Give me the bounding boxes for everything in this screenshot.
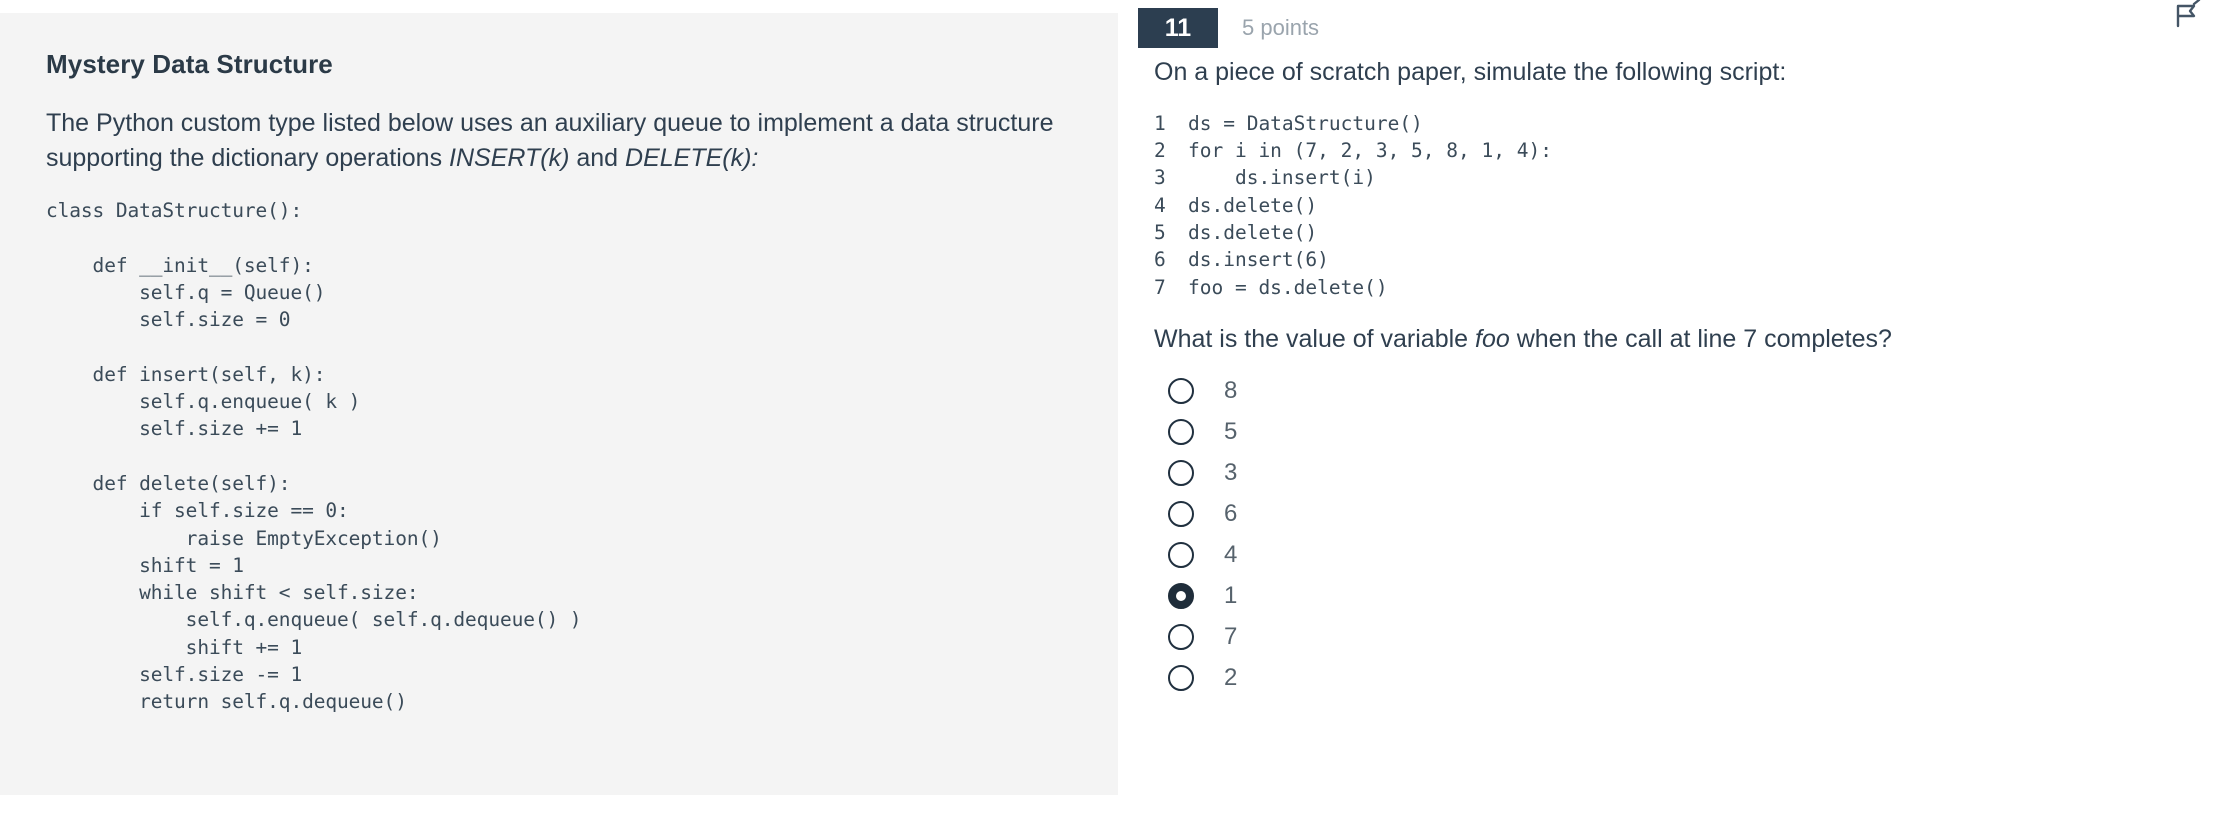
answer-option[interactable]: 8 <box>1154 371 2184 412</box>
script-line: 1 ds = DataStructure() <box>1154 110 2184 137</box>
passage-intro-part1: The Python custom type listed below uses… <box>46 109 1054 172</box>
script-line: 7 foo = ds.delete() <box>1154 274 2184 301</box>
answer-option[interactable]: 4 <box>1154 535 2184 576</box>
question-number-badge: 11 <box>1138 8 1218 48</box>
passage-intro-text: The Python custom type listed below uses… <box>46 106 1072 175</box>
radio-button-selected-icon[interactable] <box>1168 583 1194 610</box>
question-body: On a piece of scratch paper, simulate th… <box>1118 56 2214 834</box>
answer-option[interactable]: 5 <box>1154 412 2184 453</box>
script-line-code: ds.delete() <box>1188 220 1318 244</box>
script-line-number: 4 <box>1154 193 1166 217</box>
question-text: What is the value of variable foo when t… <box>1154 323 2184 357</box>
answer-option-label: 6 <box>1224 500 1238 528</box>
answer-option-label: 8 <box>1224 377 1238 405</box>
radio-button-icon[interactable] <box>1168 665 1194 692</box>
answer-option[interactable]: 2 <box>1154 658 2184 699</box>
script-line-number: 6 <box>1154 248 1166 272</box>
passage-op-insert: INSERT(k) <box>449 143 570 172</box>
script-line: 3 ds.insert(i) <box>1154 164 2184 191</box>
question-text-part2: when the call at line 7 completes? <box>1509 324 1892 353</box>
radio-button-icon[interactable] <box>1168 460 1194 487</box>
script-line: 2 for i in (7, 2, 3, 5, 8, 1, 4): <box>1154 137 2184 164</box>
script-line-number: 2 <box>1154 139 1166 163</box>
question-prompt: On a piece of scratch paper, simulate th… <box>1154 58 1787 86</box>
passage-code-block: class DataStructure(): def __init__(self… <box>46 199 582 714</box>
passage-panel: Mystery Data Structure The Python custom… <box>0 13 1118 795</box>
question-text-part1: What is the value of variable <box>1154 324 1475 353</box>
question-points: 5 points <box>1242 15 1320 40</box>
answer-option-label: 7 <box>1224 623 1238 651</box>
radio-button-icon[interactable] <box>1168 542 1194 569</box>
script-line-number: 5 <box>1154 220 1166 244</box>
answer-option-label: 4 <box>1224 541 1238 569</box>
passage-title: Mystery Data Structure <box>46 49 333 79</box>
radio-button-icon[interactable] <box>1168 378 1194 405</box>
radio-button-icon[interactable] <box>1168 501 1194 528</box>
passage-intro-mid: and <box>569 143 626 172</box>
flag-icon[interactable] <box>2166 0 2206 36</box>
answer-option-selected[interactable]: 1 <box>1154 576 2184 617</box>
question-header: 11 5 points <box>1118 0 2214 56</box>
answer-option[interactable]: 3 <box>1154 453 2184 494</box>
script-line-code: for i in (7, 2, 3, 5, 8, 1, 4): <box>1188 139 1552 163</box>
answer-option-label: 1 <box>1224 582 1238 610</box>
radio-button-icon[interactable] <box>1168 419 1194 446</box>
script-line-code: foo = ds.delete() <box>1188 275 1388 299</box>
script-line-code: ds.insert(i) <box>1188 166 1376 190</box>
answer-option-label: 3 <box>1224 459 1238 487</box>
script-line-number: 7 <box>1154 275 1166 299</box>
question-script-block: 1 ds = DataStructure() 2 for i in (7, 2,… <box>1154 110 2184 301</box>
radio-button-icon[interactable] <box>1168 624 1194 651</box>
answer-option-label: 2 <box>1224 664 1238 692</box>
question-variable-foo: foo <box>1475 324 1510 353</box>
question-panel: 11 5 points On a piece of scratch paper,… <box>1118 0 2214 834</box>
script-line: 6 ds.insert(6) <box>1154 246 2184 273</box>
script-line-code: ds.insert(6) <box>1188 248 1329 272</box>
script-line-code: ds = DataStructure() <box>1188 111 1423 135</box>
passage-op-delete: DELETE(k): <box>625 143 759 172</box>
answer-option-label: 5 <box>1224 418 1238 446</box>
script-line-number: 3 <box>1154 166 1166 190</box>
script-line: 4 ds.delete() <box>1154 192 2184 219</box>
script-line-number: 1 <box>1154 111 1166 135</box>
answer-option[interactable]: 7 <box>1154 617 2184 658</box>
answer-options-list: 8 5 3 6 4 1 7 <box>1154 371 2184 699</box>
script-line: 5 ds.delete() <box>1154 219 2184 246</box>
script-line-code: ds.delete() <box>1188 193 1318 217</box>
answer-option[interactable]: 6 <box>1154 494 2184 535</box>
